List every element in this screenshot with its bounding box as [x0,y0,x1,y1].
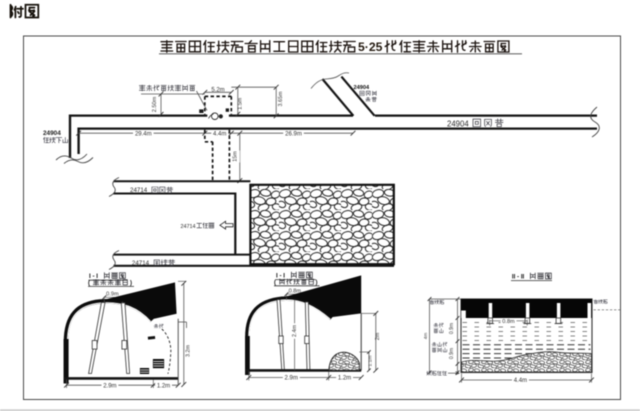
svg-text:24904: 24904 [354,85,370,91]
svg-text:I - I: I - I [276,273,285,280]
svg-text:II - II: II - II [512,274,525,281]
svg-text:(: ( [88,281,90,287]
svg-text:): ) [316,280,318,286]
svg-text:1.2m: 1.2m [338,376,351,382]
svg-text:24714: 24714 [181,224,196,230]
svg-text:): ) [130,281,132,287]
svg-text:0.9m: 0.9m [106,291,119,297]
svg-text:0.8m: 0.8m [289,288,302,294]
svg-text:2.9m: 2.9m [103,383,116,389]
svg-text:29.4m: 29.4m [135,131,152,137]
svg-text:(: ( [274,280,276,286]
svg-text:26.9m: 26.9m [285,131,302,137]
svg-text:24904: 24904 [43,130,61,137]
svg-text:15m: 15m [233,151,239,162]
svg-text:0.8m: 0.8m [502,319,515,325]
svg-text:2m: 2m [375,332,381,340]
svg-text:4.4m: 4.4m [514,378,527,384]
svg-text:3.65m: 3.65m [278,91,284,106]
svg-text:24714: 24714 [130,187,148,194]
svg-text:5·25: 5·25 [358,40,383,54]
svg-text:4.4m: 4.4m [213,131,226,137]
svg-text:2.4m: 2.4m [292,324,298,336]
svg-text:2.9m: 2.9m [285,376,298,382]
svg-text:1.5m: 1.5m [238,97,244,109]
svg-text:24904: 24904 [447,119,469,128]
svg-text:2.50m: 2.50m [152,96,158,112]
svg-text:5.2m: 5.2m [211,88,224,94]
svg-text:24714: 24714 [132,260,150,267]
svg-text:I - I: I - I [89,273,98,280]
svg-text:0.9m: 0.9m [449,323,455,334]
svg-text:1.2m: 1.2m [157,383,170,389]
svg-text:1.1m: 1.1m [368,356,374,367]
svg-text:3.2m: 3.2m [185,344,191,356]
svg-text:4m: 4m [423,333,428,340]
svg-text:0.9m: 0.9m [449,348,455,359]
